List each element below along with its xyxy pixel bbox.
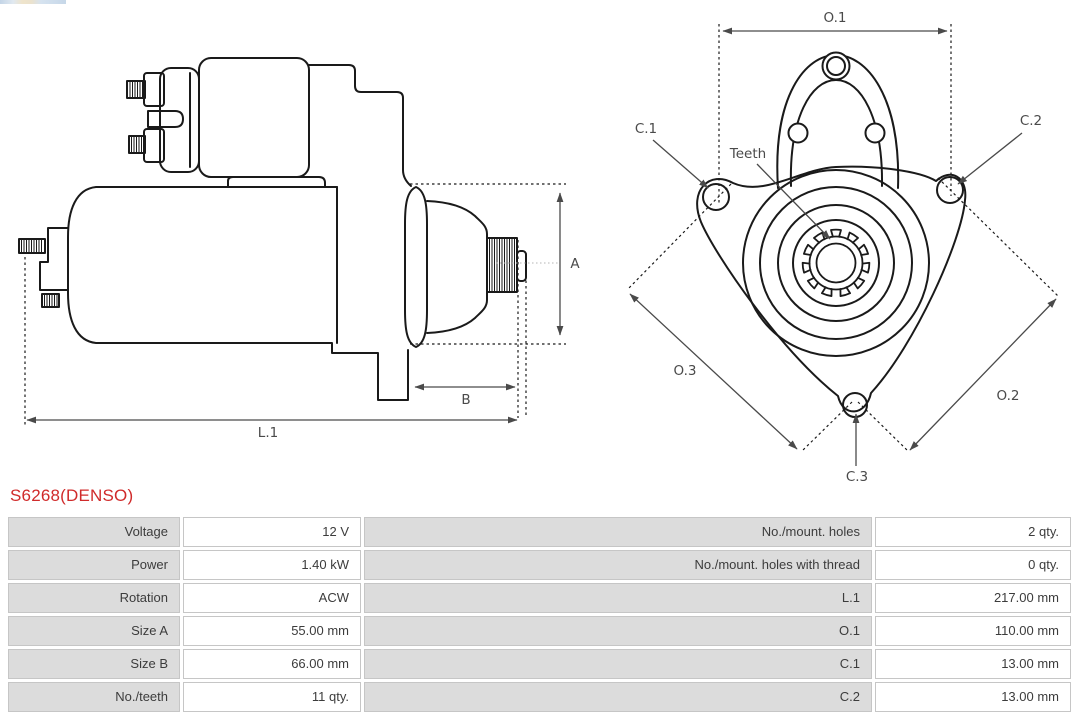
part-number: S6268(DENSO) (10, 486, 134, 505)
spec-value-cell: ACW (183, 583, 361, 613)
spec-label-cell: Voltage (8, 517, 180, 547)
side-view-drawing (18, 57, 527, 401)
dimension-o3-line (629, 293, 798, 450)
spec-value-cell: 55.00 mm (183, 616, 361, 646)
front-view-drawing (696, 51, 967, 418)
front-view-dimensions (626, 24, 1059, 466)
housing-circle-outer (742, 169, 930, 357)
drive-cone (426, 200, 488, 241)
dim-label-b: B (461, 392, 470, 408)
spec-value-cell: 0 qty. (875, 550, 1071, 580)
spec-value-cell: 12 V (183, 517, 361, 547)
motor-body (67, 186, 409, 401)
spec-label-cell: C.2 (364, 682, 872, 712)
spec-value-cell: 110.00 mm (875, 616, 1071, 646)
dim-label-c1: C.1 (635, 121, 657, 137)
body-lip (227, 176, 326, 188)
dimension-o2-line (909, 298, 1057, 451)
spec-label-cell: No./mount. holes (364, 517, 872, 547)
dim-label-o3: O.3 (674, 363, 697, 379)
spec-value-cell: 1.40 kW (183, 550, 361, 580)
spec-label-cell: Size A (8, 616, 180, 646)
spec-label-cell: Power (8, 550, 180, 580)
pinion-splines (486, 237, 527, 293)
spec-label-cell: O.1 (364, 616, 872, 646)
spec-value-cell: 217.00 mm (875, 583, 1071, 613)
spec-label-cell: C.1 (364, 649, 872, 679)
side-view-dimensions (24, 183, 566, 426)
dome-bolt-left (787, 122, 809, 144)
mount-hole-c1 (702, 183, 730, 211)
rear-terminal (18, 227, 69, 308)
spec-value-cell: 13.00 mm (875, 682, 1071, 712)
dim-label-c3: C.3 (846, 469, 868, 485)
spec-label-cell: No./teeth (8, 682, 180, 712)
spec-value-cell: 66.00 mm (183, 649, 361, 679)
solenoid-cap (159, 67, 200, 173)
mount-hole-c3 (842, 392, 868, 418)
logo-strip-remnant (0, 0, 66, 4)
dim-label-o2: O.2 (997, 388, 1020, 404)
dim-label-teeth: Teeth (729, 146, 766, 162)
spec-value-cell: 11 qty. (183, 682, 361, 712)
dome-bolt-right (864, 122, 886, 144)
spec-value-cell: 13.00 mm (875, 649, 1071, 679)
leader-c2 (957, 132, 1023, 185)
spec-label-cell: No./mount. holes with thread (364, 550, 872, 580)
solenoid-body (198, 57, 310, 178)
mounting-flange (696, 165, 967, 413)
leader-teeth (756, 163, 831, 240)
dim-label-l1: L.1 (258, 425, 278, 441)
leader-c1 (652, 139, 709, 189)
drive-flange (404, 186, 428, 348)
terminal-stud-upper (126, 72, 165, 107)
technical-drawing: A B L.1 (18, 10, 1059, 485)
dim-label-o1: O.1 (824, 10, 847, 26)
spec-label-cell: L.1 (364, 583, 872, 613)
dim-label-c2: C.2 (1020, 113, 1042, 129)
solenoid-terminal-tab (147, 110, 184, 128)
dim-label-a: A (570, 256, 580, 272)
solenoid-neck (308, 64, 412, 187)
spec-table: Voltage 12 V No./mount. holes 2 qty. Pow… (8, 517, 1072, 712)
gear-teeth (801, 228, 871, 297)
mount-hole-c2 (936, 176, 964, 204)
spec-label-cell: Rotation (8, 583, 180, 613)
spec-value-cell: 2 qty. (875, 517, 1071, 547)
spec-label-cell: Size B (8, 649, 180, 679)
terminal-stud-lower (128, 128, 165, 163)
